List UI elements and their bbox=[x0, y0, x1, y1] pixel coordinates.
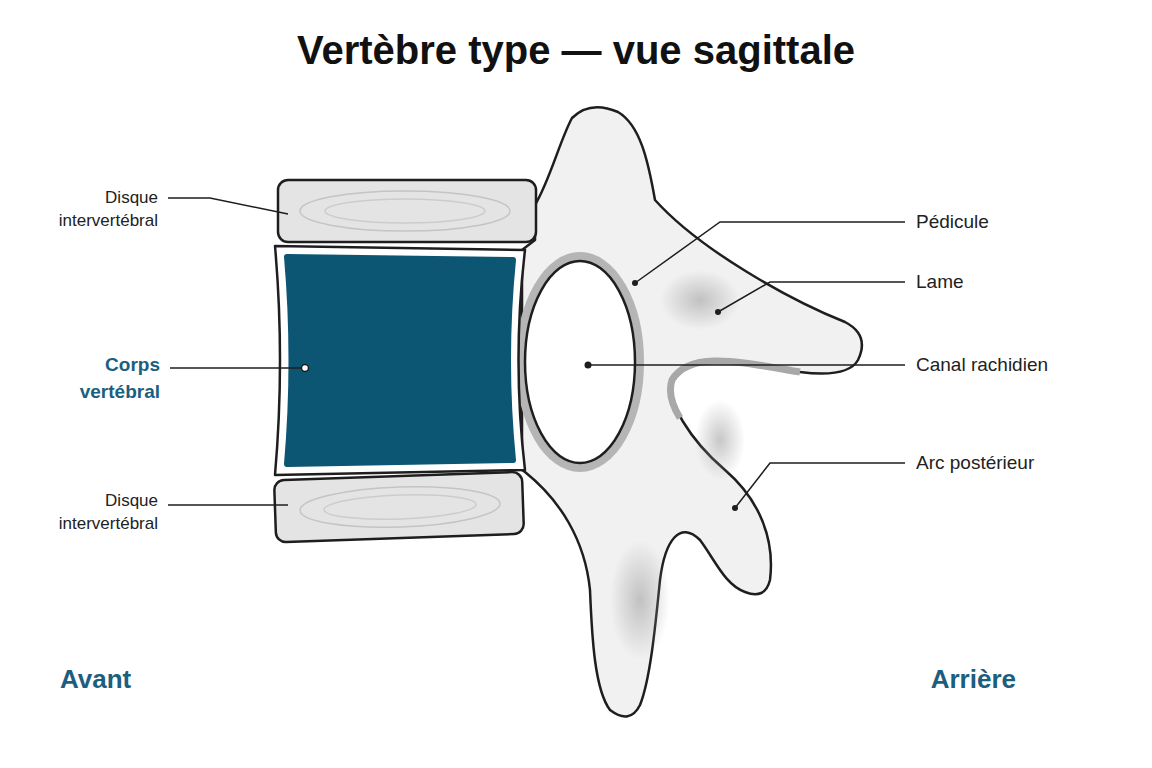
bone-shading bbox=[695, 400, 745, 480]
leader-line bbox=[168, 198, 288, 214]
bone-shading bbox=[660, 270, 740, 330]
part-label: Arc postérieur bbox=[916, 451, 1136, 475]
disc-ring bbox=[324, 492, 477, 521]
leader-dot bbox=[632, 280, 638, 286]
vertebral-body-outline bbox=[275, 246, 525, 475]
disc-ring bbox=[325, 199, 485, 223]
part-label: Lame bbox=[916, 270, 1136, 294]
disc-ring bbox=[300, 191, 510, 231]
intervertebral-disc bbox=[278, 180, 536, 242]
part-label: Canal rachidien bbox=[916, 353, 1136, 377]
direction-label: Avant bbox=[60, 662, 260, 696]
disc-ring bbox=[299, 484, 500, 531]
part-label: Pédicule bbox=[916, 210, 1136, 234]
leader-line bbox=[735, 463, 905, 508]
leader-line bbox=[635, 222, 905, 283]
leader-line bbox=[718, 282, 905, 312]
spinal-canal bbox=[525, 261, 635, 463]
part-label: Disque intervertébral bbox=[28, 186, 158, 232]
leader-line bbox=[588, 364, 905, 366]
direction-label: Arrière bbox=[816, 662, 1016, 696]
notch-shading bbox=[670, 361, 800, 418]
leader-line bbox=[168, 504, 288, 506]
leader-dot bbox=[732, 505, 738, 511]
bone-shading bbox=[610, 540, 670, 660]
posterior-arch bbox=[522, 107, 862, 716]
leader-dot bbox=[585, 362, 592, 369]
leader-dot bbox=[715, 309, 721, 315]
vertebral-body bbox=[287, 257, 513, 464]
intervertebral-disc bbox=[274, 472, 524, 543]
diagram-title: Vertèbre type — vue sagittale bbox=[0, 24, 1152, 76]
canal-rim bbox=[520, 256, 640, 468]
leader-dot bbox=[302, 365, 309, 372]
leader-line bbox=[170, 367, 305, 369]
part-label: Disque intervertébral bbox=[28, 489, 158, 535]
part-label-highlight: Corps vertébral bbox=[40, 351, 160, 405]
